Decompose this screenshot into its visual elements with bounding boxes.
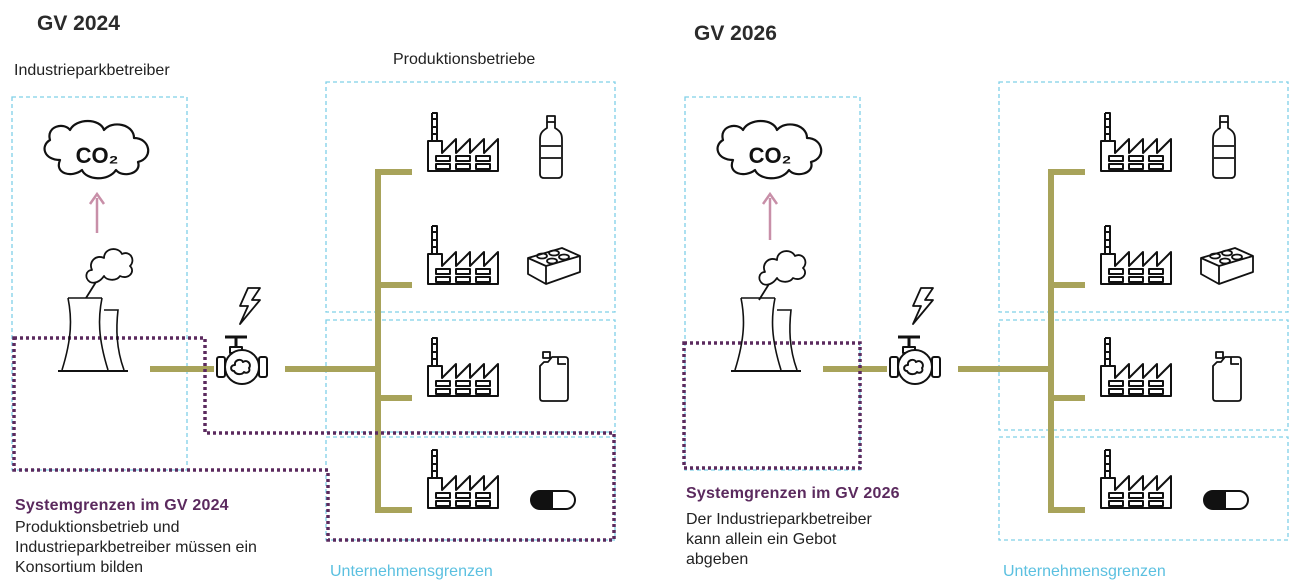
right-cloud-text: CO₂ [749, 143, 792, 168]
factory-icon [1100, 112, 1172, 172]
right-diagram [682, 81, 1289, 541]
left-park-operator-boundary [11, 96, 188, 471]
lightning-icon [912, 287, 934, 325]
valve-icon [215, 335, 269, 386]
smoke-icon [758, 250, 807, 301]
capsule-icon [1203, 490, 1249, 510]
smoke-icon [85, 248, 134, 299]
left-caption-title: Systemgrenzen im GV 2024 [15, 497, 229, 514]
right-pipes [823, 169, 1085, 513]
capsule-icon [530, 490, 576, 510]
park-operator-label: Industrieparkbetreiber [14, 62, 170, 79]
right-caption-title: Systemgrenzen im GV 2026 [686, 485, 900, 502]
valve-icon [888, 335, 942, 386]
right-park-operator-boundary [684, 96, 861, 471]
cooling-tower-icon [57, 297, 129, 372]
right-caption-body: Der Industrieparkbetreiber kann allein e… [686, 511, 872, 568]
right-system-boundary [682, 341, 862, 470]
right-company-boundaries [684, 81, 1289, 541]
right-company-boundary-label: Unternehmensgrenzen [1003, 563, 1166, 580]
cooling-tower-icon [730, 297, 802, 372]
left-company-boundary-label: Unternehmensgrenzen [330, 563, 493, 580]
factory-icon [427, 449, 499, 509]
lightning-icon [239, 287, 261, 325]
brick-icon [527, 247, 581, 285]
left-system-boundary [12, 336, 616, 542]
emission-arrowhead [761, 191, 779, 205]
left-diagram [11, 81, 616, 542]
right-title: GV 2026 [694, 22, 777, 45]
factory-icon [427, 337, 499, 397]
bottle-icon [1212, 115, 1236, 179]
canister-icon [539, 351, 569, 402]
canister-icon [1212, 351, 1242, 402]
left-pipes [150, 169, 412, 513]
left-cloud-text: CO₂ [76, 143, 119, 168]
factory-icon [1100, 337, 1172, 397]
factory-icon [1100, 449, 1172, 509]
factory-icon [427, 225, 499, 285]
brick-icon [1200, 247, 1254, 285]
right-production-boundary-2 [998, 319, 1289, 431]
left-title: GV 2024 [37, 12, 120, 35]
left-company-boundaries [11, 81, 616, 541]
bottle-icon [539, 115, 563, 179]
production-label: Produktionsbetriebe [393, 51, 536, 68]
left-production-boundary-2 [325, 319, 616, 433]
factory-icon [1100, 225, 1172, 285]
left-caption-body: Produktionsbetrieb und Industrieparkbetr… [15, 519, 257, 576]
factory-icon [427, 112, 499, 172]
emission-arrowhead [88, 191, 106, 205]
